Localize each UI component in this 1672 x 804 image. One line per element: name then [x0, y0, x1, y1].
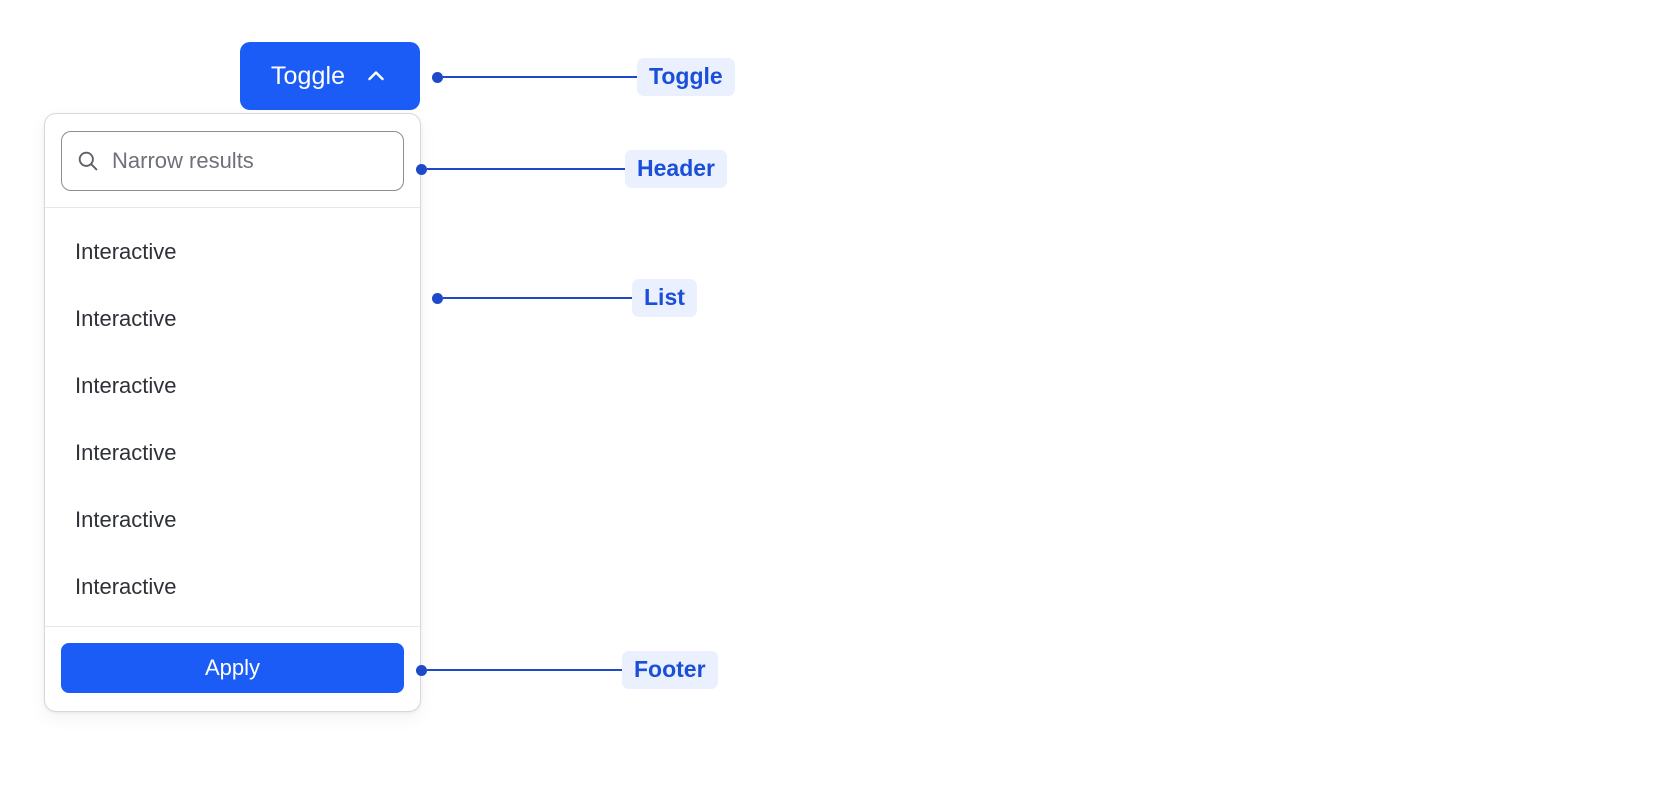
search-field[interactable] — [61, 131, 404, 191]
callout-dot-icon — [432, 292, 443, 304]
dropdown-header — [45, 114, 420, 208]
list-item-label: Interactive — [75, 439, 177, 465]
search-icon — [76, 149, 100, 173]
list-item-label: Interactive — [75, 372, 177, 398]
list-item[interactable]: Interactive — [45, 486, 420, 553]
callout-line — [427, 168, 625, 170]
list-item[interactable]: Interactive — [45, 352, 420, 419]
list-item-label: Interactive — [75, 305, 177, 331]
callout-dot-icon — [432, 71, 443, 83]
callout-line — [427, 669, 622, 671]
list-item-label: Interactive — [75, 506, 177, 532]
callout-label-toggle: Toggle — [637, 58, 735, 96]
callout-line — [443, 76, 637, 78]
list-item-label: Interactive — [75, 238, 177, 264]
toggle-button[interactable]: Toggle — [240, 42, 420, 110]
callout-label-header: Header — [625, 150, 727, 188]
list-item[interactable]: Interactive — [45, 218, 420, 285]
toggle-button-label: Toggle — [270, 61, 346, 90]
dropdown-footer: Apply — [45, 626, 420, 711]
list-item-label: Interactive — [75, 573, 177, 599]
list-item[interactable]: Interactive — [45, 419, 420, 486]
dropdown-list: Interactive Interactive Interactive Inte… — [45, 208, 420, 626]
dropdown-panel: Interactive Interactive Interactive Inte… — [44, 113, 421, 712]
apply-button[interactable]: Apply — [61, 643, 404, 693]
chevron-up-icon — [363, 63, 389, 89]
callout-line — [443, 297, 632, 299]
callout-label-list: List — [632, 279, 697, 317]
search-input[interactable] — [112, 147, 389, 175]
list-item[interactable]: Interactive — [45, 285, 420, 352]
list-item[interactable]: Interactive — [45, 553, 420, 620]
callout-label-footer: Footer — [622, 651, 718, 689]
